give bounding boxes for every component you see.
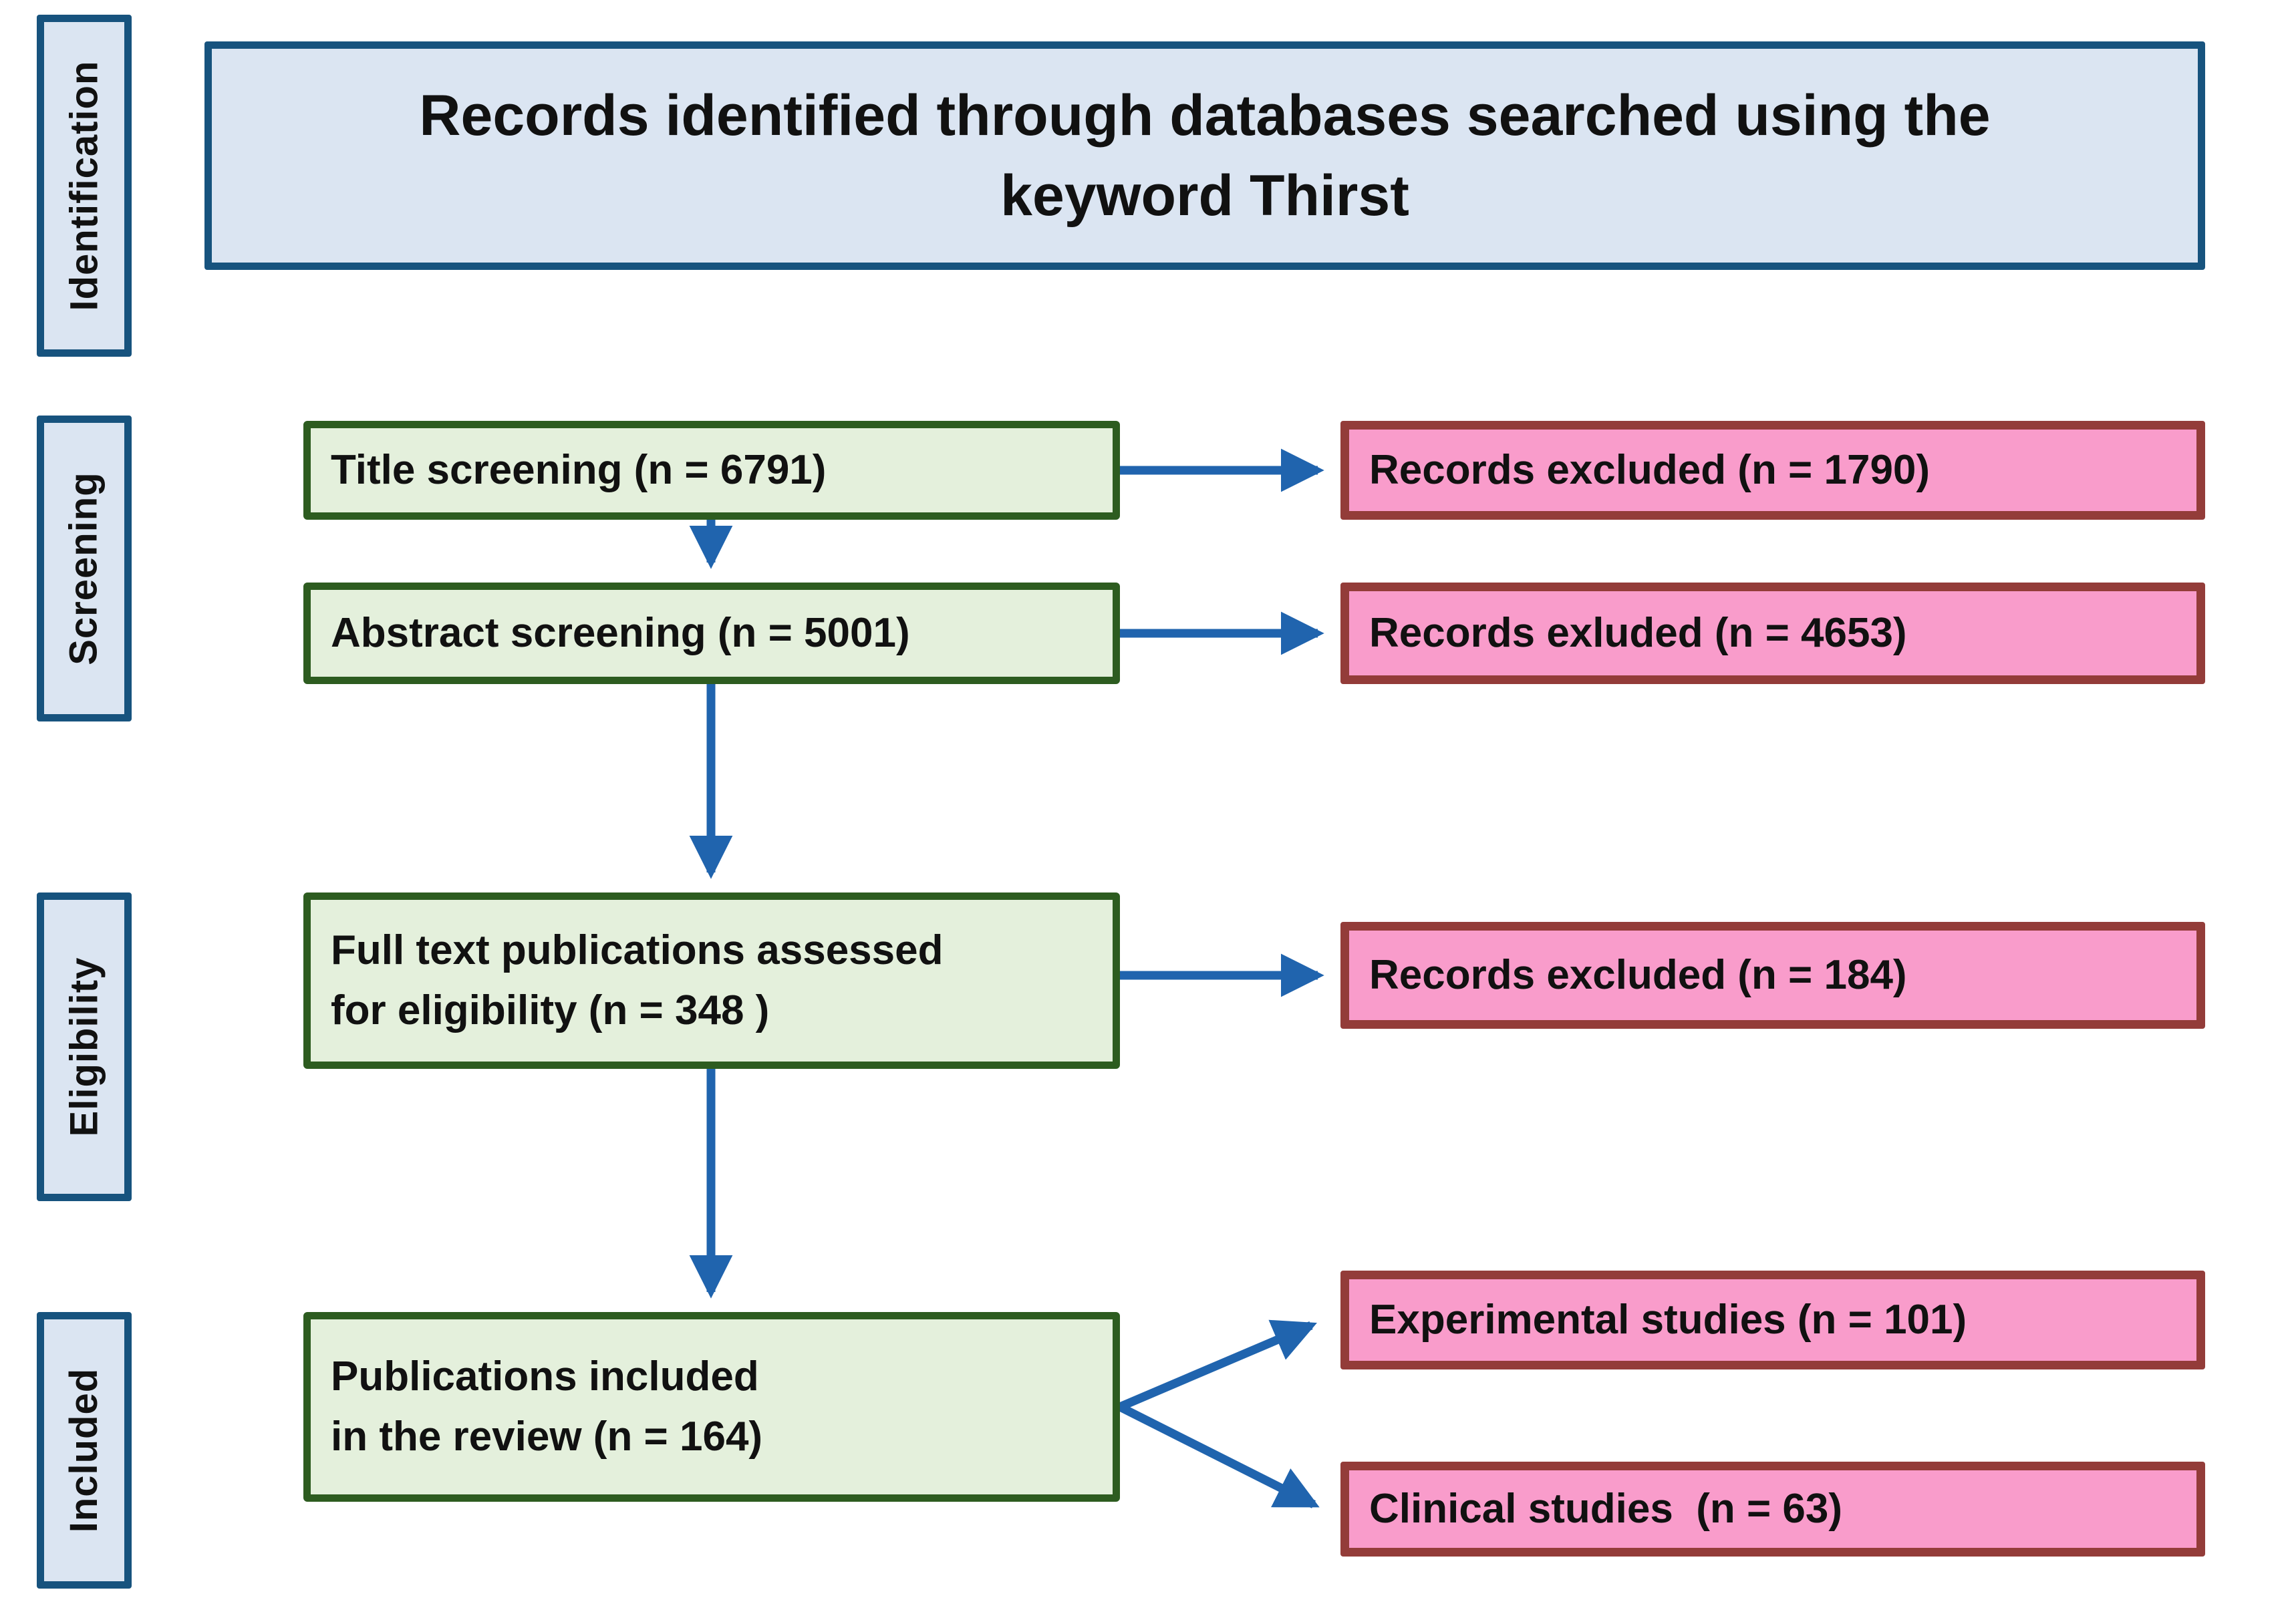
stage-eligibility: Eligibility: [37, 892, 132, 1201]
box-abstract-screening-label: Abstract screening (n = 5001): [331, 610, 910, 657]
box-records-excluded-title: Records excluded (n = 1790): [1340, 421, 2205, 520]
title-banner: Records identified through databases sea…: [204, 41, 2205, 270]
box-fulltext-assessed: Full text publications assessed for elig…: [303, 892, 1120, 1069]
arrow-included-to-experimental: [1118, 1319, 1317, 1411]
stage-identification-label: Identification: [61, 60, 106, 311]
box-clinical-studies: Clinical studies (n = 63): [1340, 1462, 2205, 1557]
box-records-excluded-fulltext: Records excluded (n = 184): [1340, 922, 2205, 1029]
box-title-screening-label: Title screening (n = 6791): [331, 447, 827, 494]
box-abstract-screening: Abstract screening (n = 5001): [303, 583, 1120, 684]
stage-eligibility-label: Eligibility: [61, 957, 106, 1137]
box-records-excluded-title-label: Records excluded (n = 1790): [1369, 447, 1931, 494]
box-records-excluded-fulltext-label: Records excluded (n = 184): [1369, 952, 1907, 999]
diagram-title: Records identified through databases sea…: [419, 83, 1991, 228]
box-experimental-studies: Experimental studies (n = 101): [1340, 1271, 2205, 1369]
box-publications-included-label: Publications included in the review (n =…: [331, 1353, 763, 1460]
stage-included-label: Included: [61, 1367, 106, 1533]
stage-screening: Screening: [37, 416, 132, 721]
box-publications-included: Publications included in the review (n =…: [303, 1312, 1120, 1502]
box-experimental-studies-label: Experimental studies (n = 101): [1369, 1297, 1967, 1343]
stage-screening-label: Screening: [61, 472, 106, 665]
box-clinical-studies-label: Clinical studies (n = 63): [1369, 1486, 1843, 1532]
box-records-excluded-abstract-label: Records exluded (n = 4653): [1369, 610, 1907, 657]
arrow-included-to-clinical: [1118, 1403, 1320, 1508]
box-records-excluded-abstract: Records exluded (n = 4653): [1340, 583, 2205, 684]
stage-identification: Identification: [37, 15, 132, 357]
box-title-screening: Title screening (n = 6791): [303, 421, 1120, 520]
stage-included: Included: [37, 1312, 132, 1589]
box-fulltext-assessed-label: Full text publications assessed for elig…: [331, 927, 944, 1033]
